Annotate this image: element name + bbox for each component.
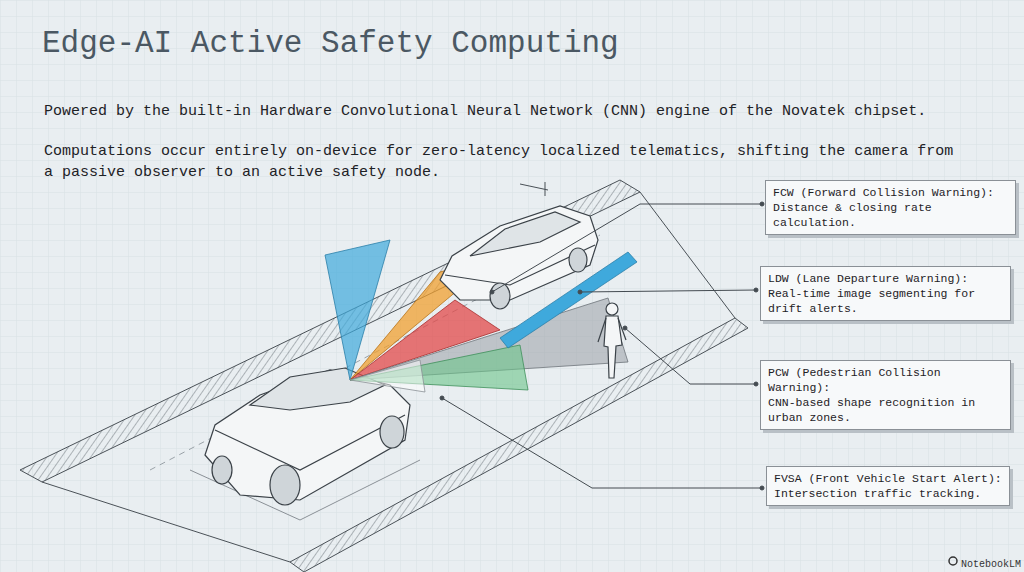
- callout-heading: FCW (Forward Collision Warning):: [773, 185, 1008, 200]
- pedestrian: [598, 303, 626, 378]
- callout-box: LDW (Lane Departure Warning):Real-time i…: [760, 266, 1011, 321]
- callout-body: CNN-based shape recognition in urban zon…: [768, 395, 1003, 425]
- callout-box: FCW (Forward Collision Warning):Distance…: [765, 180, 1016, 235]
- callout-heading: LDW (Lane Departure Warning):: [768, 271, 1003, 286]
- watermark: NotebookLM: [961, 554, 1021, 572]
- front-vehicle: [440, 206, 598, 309]
- leader-lines: [440, 202, 764, 490]
- callout-heading: PCW (Pedestrian Collision Warning):: [768, 365, 1003, 395]
- rear-vehicle: [205, 368, 410, 505]
- callout-body: Real-time image segmenting for drift ale…: [768, 286, 1003, 316]
- intro-paragraph: Powered by the built-in Hardware Convolu…: [44, 101, 1004, 122]
- watermark-icon: [949, 557, 957, 565]
- road: [20, 180, 748, 572]
- callout-box: FVSA (Front Vehicle Start Alert):Interse…: [766, 466, 1010, 506]
- callout-body: Distance & closing rate calculation.: [773, 200, 1008, 230]
- callout-body: Intersection traffic tracking.: [774, 486, 1002, 501]
- intro-paragraph: Computations occur entirely on-device fo…: [44, 141, 954, 183]
- callout-box: PCW (Pedestrian Collision Warning):CNN-b…: [760, 360, 1011, 430]
- title: Edge-AI Active Safety Computing: [42, 26, 619, 61]
- callout-heading: FVSA (Front Vehicle Start Alert):: [774, 471, 1002, 486]
